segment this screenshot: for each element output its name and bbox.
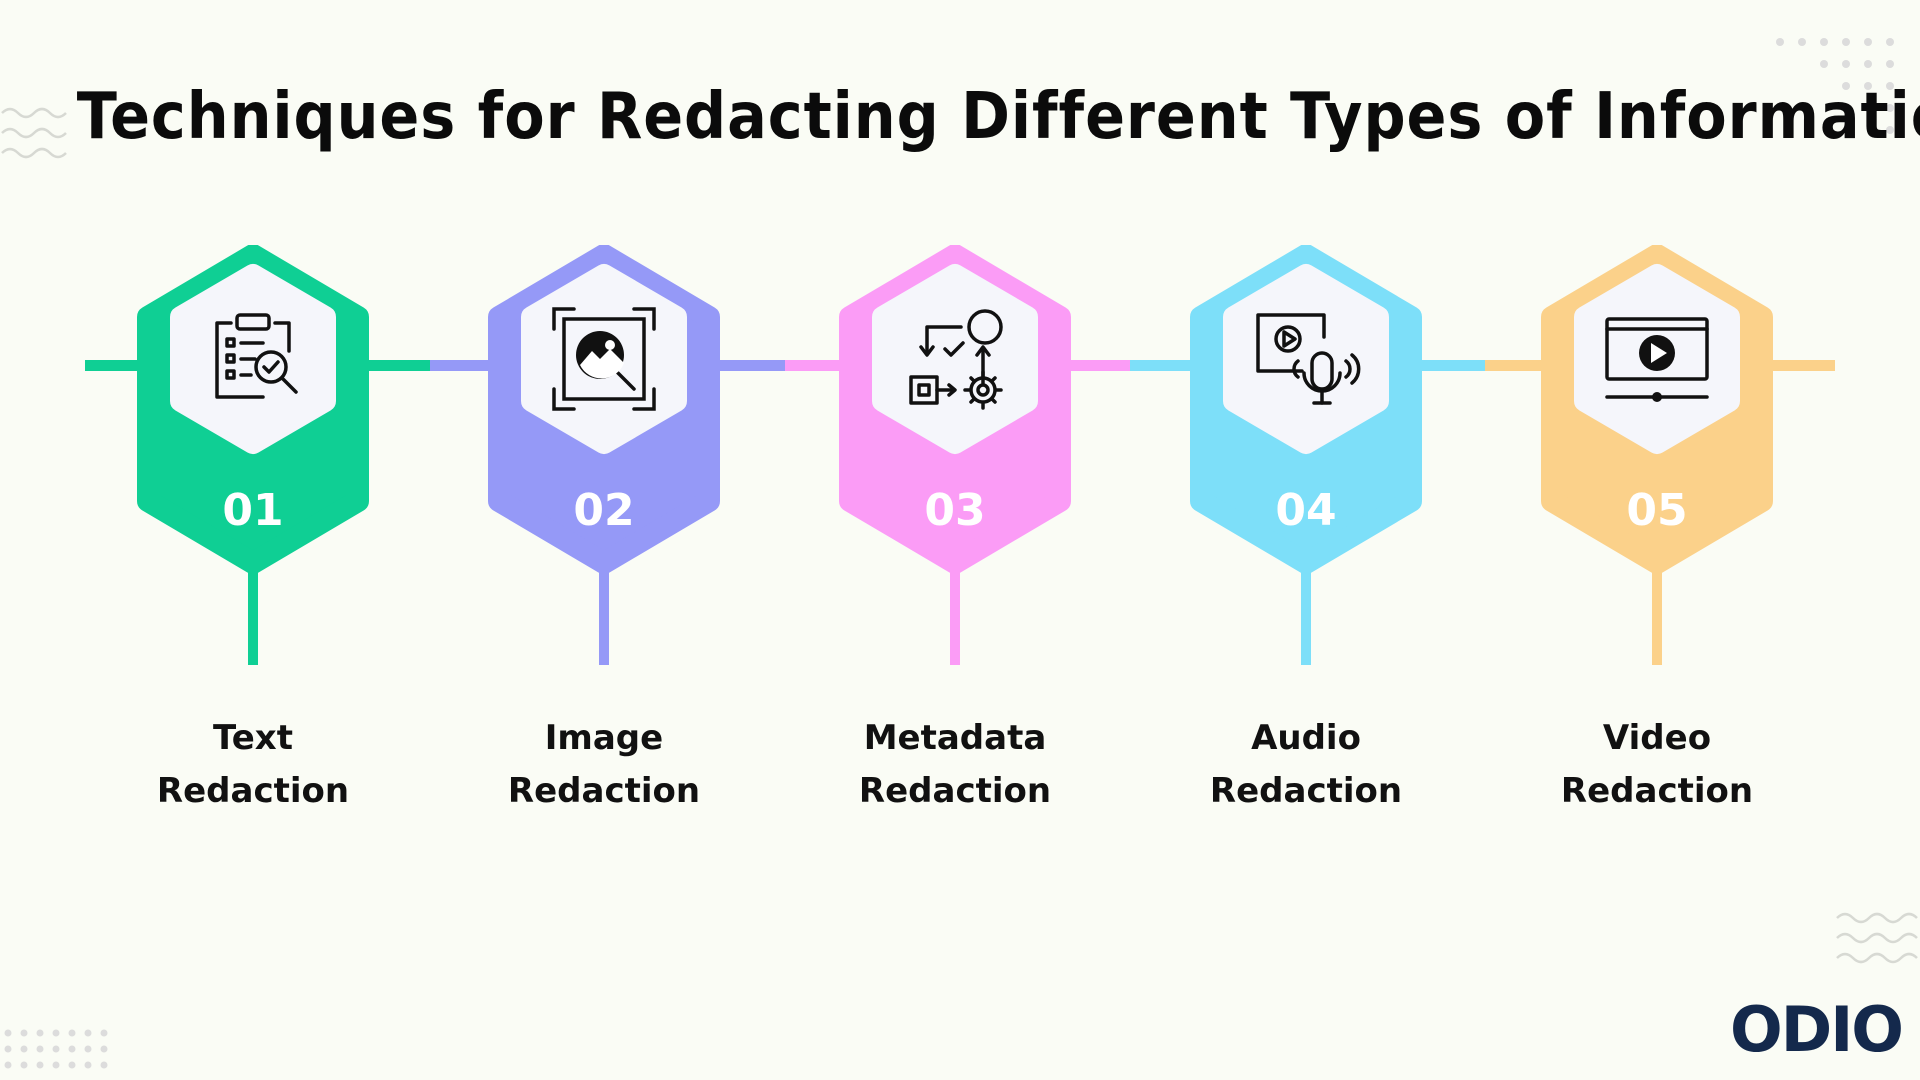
step-stem [950,565,960,665]
step-stem [1301,565,1311,665]
step-label-line2: Redaction [1209,771,1403,811]
step-number: 02 [573,485,634,536]
step-stem [599,565,609,665]
data-flow-gear-icon [909,309,1003,410]
video-player-icon [1605,317,1709,402]
step-hexagon-4: 04 [1190,244,1422,665]
step-number: 01 [222,485,283,536]
step-label-line1: Audio [1251,718,1361,758]
hexagon-inner [872,264,1038,454]
step-stem [1652,565,1662,665]
step-1: 01 [123,244,383,665]
image-frame-search-icon [552,307,656,411]
step-number: 05 [1626,485,1687,536]
step-number: 04 [1275,485,1336,536]
step-hexagon-3: 03 [839,244,1071,665]
step-5: 05 [1527,244,1787,665]
step-hexagon-1: 01 [137,244,369,665]
step-number: 03 [924,485,985,536]
step-stem [248,565,258,665]
step-hexagon-2: 02 [488,244,720,665]
step-4: 04 [1176,244,1436,665]
step-3: 03 [825,244,1085,665]
odio-logo: ODIO [1730,993,1904,1066]
step-label-line2: Redaction [507,771,701,811]
dot-grid-decoration-bottom-left [4,1029,108,1069]
step-label-line2: Redaction [858,771,1052,811]
wave-decoration-bottom-right [1836,912,1918,964]
hexagon-inner [1223,264,1389,454]
step-label-line2: Redaction [1560,771,1754,811]
wave-decoration-top-left [1,107,67,159]
step-label-line1: Image [544,718,664,758]
step-hexagon-5: 05 [1541,244,1773,665]
step-label-line1: Metadata [863,718,1047,758]
step-label-line1: Text [213,718,293,758]
step-label-line1: Video [1602,718,1712,758]
clipboard-search-icon [215,313,298,399]
step-2: 02 [474,244,734,665]
microphone-video-icon [1256,313,1361,405]
dot-grid-decoration-top-right [1776,38,1894,134]
step-label-line2: Redaction [156,771,350,811]
page-title: Techniques for Redacting Different Types… [76,80,1920,154]
